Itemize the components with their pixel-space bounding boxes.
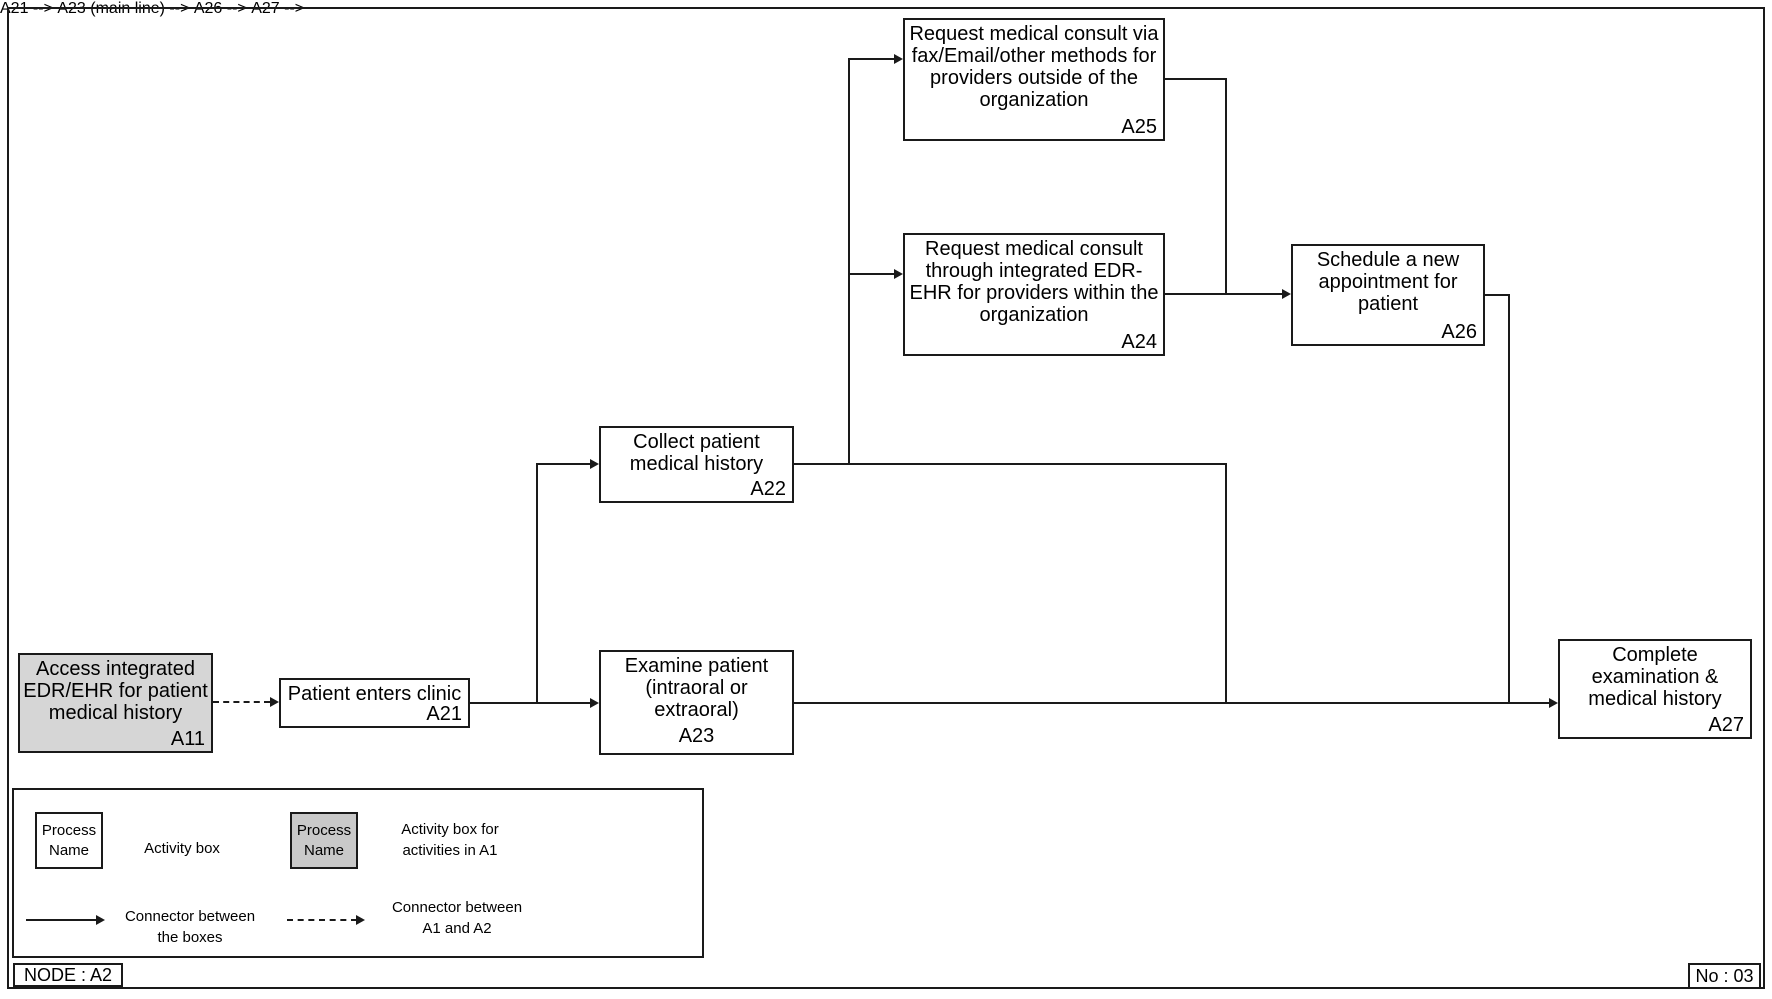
connector-a22-output	[794, 463, 1227, 465]
activity-box-a23-label: A23	[678, 725, 715, 747]
connector-a26-drop	[1508, 294, 1510, 704]
activity-box-a21-label: A21	[426, 703, 462, 725]
legend-activity-box-sample: Process Name	[35, 812, 103, 869]
connector-into-a24	[848, 273, 895, 275]
activity-box-a26-label: A26	[1441, 321, 1477, 343]
legend-solid-arrowhead	[96, 915, 105, 925]
connector-branch-vertical-a22	[536, 463, 538, 704]
activity-box-a26: Schedule a new appointment for patient A…	[1291, 244, 1485, 346]
legend-activity-box-caption: Activity box	[144, 840, 220, 857]
connector-a22-drop-to-main	[1225, 463, 1227, 704]
activity-box-a25-label: A25	[1121, 116, 1157, 138]
page-number-tag: No : 03	[1688, 963, 1761, 989]
activity-box-a22: Collect patient medical history A22	[599, 426, 794, 503]
activity-box-a25: Request medical consult via fax/Email/ot…	[903, 18, 1165, 141]
connector-a23-a27	[794, 702, 1550, 704]
legend-dashed-connector-caption: Connector between A1 and A2	[391, 899, 523, 937]
activity-box-a24: Request medical consult through integrat…	[903, 233, 1165, 356]
arrowhead-into-a24	[894, 269, 903, 279]
legend-a1-activity-box-sample: Process Name	[290, 812, 358, 869]
connector-into-a25	[848, 58, 895, 60]
activity-box-a26-text: Schedule a new appointment for patient	[1316, 249, 1460, 315]
legend-solid-connector-sample	[26, 919, 97, 921]
connector-a24-a26	[1165, 293, 1283, 295]
legend-box	[12, 788, 704, 958]
diagram-border	[7, 7, 1765, 989]
connector-a25-output	[1165, 78, 1227, 80]
legend-solid-connector-caption: Connector between the boxes	[124, 908, 256, 946]
legend-dashed-connector-sample	[287, 919, 357, 921]
activity-box-a11-label: A11	[170, 728, 205, 750]
arrowhead-into-a23	[590, 698, 599, 708]
connector-branch-into-a22	[536, 463, 591, 465]
activity-box-a23: Examine patient (intraoral or extraoral)…	[599, 650, 794, 755]
activity-box-a27-label: A27	[1708, 714, 1744, 736]
connector-a21-a23	[470, 702, 591, 704]
node-tag: NODE : A2	[13, 963, 123, 987]
arrowhead-into-a26	[1282, 289, 1291, 299]
arrowhead-into-a25	[894, 54, 903, 64]
connector-riser-a25-a24	[848, 58, 850, 465]
activity-box-a25-text: Request medical consult via fax/Email/ot…	[909, 23, 1159, 111]
activity-box-a22-label: A22	[750, 478, 786, 500]
activity-box-a21-text: Patient enters clinic	[287, 683, 462, 705]
legend-a1-activity-box-caption: Activity box for activities in A1	[401, 821, 499, 859]
activity-box-a11: Access integrated EDR/EHR for patient me…	[18, 653, 213, 753]
arrowhead-into-a27	[1549, 698, 1558, 708]
activity-box-a23-text: Examine patient (intraoral or extraoral)	[624, 655, 769, 721]
activity-box-a27: Complete examination & medical history A…	[1558, 639, 1752, 739]
activity-box-a27-text: Complete examination & medical history	[1588, 644, 1722, 710]
activity-box-a22-text: Collect patient medical history	[629, 431, 764, 475]
activity-box-a24-text: Request medical consult through integrat…	[909, 238, 1159, 326]
activity-box-a21: Patient enters clinic A21	[279, 678, 470, 728]
activity-box-a11-text: Access integrated EDR/EHR for patient me…	[23, 658, 208, 724]
connector-a26-output	[1485, 294, 1510, 296]
activity-box-a24-label: A24	[1121, 331, 1157, 353]
arrowhead-into-a21	[270, 697, 279, 707]
connector-a25-drop	[1225, 78, 1227, 295]
arrowhead-into-a22	[590, 459, 599, 469]
legend-dashed-arrowhead	[356, 915, 365, 925]
connector-a11-a21-dashed	[213, 701, 270, 703]
